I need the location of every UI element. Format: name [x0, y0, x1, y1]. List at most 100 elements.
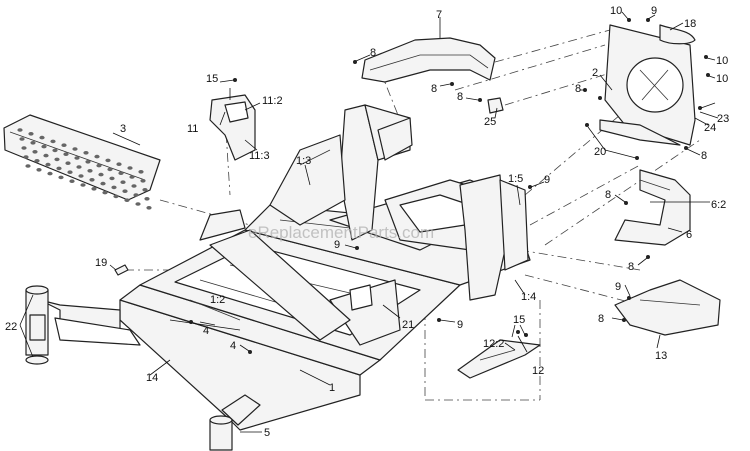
callout-9: 9 [457, 319, 463, 331]
perforation-hole [45, 162, 51, 167]
perforation-hole [96, 163, 102, 168]
callout-12-2: 12:2 [483, 338, 504, 350]
watermark: eReplacementParts.com [248, 223, 434, 242]
small-mount [487, 97, 504, 114]
perforation-hole [50, 139, 56, 144]
callout-8: 8 [575, 83, 581, 95]
perforation-hole [94, 154, 100, 159]
callout-5: 5 [264, 427, 270, 439]
callout-9: 9 [544, 174, 550, 186]
perforation-hole [124, 198, 130, 202]
perforation-hole [133, 193, 139, 197]
callout-9: 9 [615, 281, 621, 293]
callout-1-3: 1:3 [296, 155, 311, 167]
perforation-hole [116, 162, 122, 166]
callout-8: 8 [628, 261, 634, 273]
perforation-hole [67, 170, 73, 174]
callout-1-5: 1:5 [508, 173, 523, 185]
perforation-hole [28, 132, 34, 136]
callout-8: 8 [431, 83, 437, 95]
callout-3: 3 [120, 123, 126, 135]
perforation-hole [19, 137, 25, 141]
callout-1-2: 1:2 [210, 294, 225, 306]
bottom-plate [457, 339, 541, 379]
perforation-hole [118, 171, 124, 175]
callout-4: 4 [203, 325, 209, 337]
callout-6: 6 [686, 229, 692, 241]
side-bracket [614, 169, 691, 246]
step-plate [3, 114, 161, 210]
perforation-hole [87, 169, 93, 173]
perforation-hole [105, 158, 111, 163]
main-frame [25, 104, 531, 451]
top-shield [361, 37, 496, 83]
callout-8: 8 [370, 47, 376, 59]
callout-15: 15 [513, 314, 525, 326]
callout-14: 14 [146, 372, 158, 384]
perforation-hole [58, 175, 64, 180]
perforation-hole [25, 164, 31, 168]
callout-4: 4 [230, 340, 236, 352]
perforation-hole [138, 170, 144, 174]
callout-10: 10 [610, 5, 622, 17]
callout-21: 21 [402, 319, 414, 331]
perforation-hole [43, 153, 49, 158]
callout-6-2: 6:2 [711, 199, 726, 211]
perforation-hole [34, 159, 40, 163]
perforation-hole [80, 183, 86, 187]
perforation-hole [109, 176, 115, 181]
perforation-hole [69, 179, 75, 183]
perforation-hole [23, 155, 29, 159]
perforation-hole [107, 167, 113, 172]
callout-19: 19 [95, 257, 107, 269]
perforation-hole [36, 168, 42, 172]
callout-9: 9 [334, 239, 340, 251]
callout-20: 20 [594, 146, 606, 158]
perforation-hole [113, 194, 119, 199]
callout-18: 18 [684, 18, 696, 30]
perforation-hole [56, 166, 62, 171]
callout-10: 10 [716, 73, 728, 85]
perforation-hole [63, 152, 69, 156]
perforation-hole [122, 189, 128, 193]
callout-11-2: 11:2 [262, 95, 283, 107]
perforation-hole [135, 202, 141, 206]
callout-23: 23 [717, 113, 729, 125]
lower-guard [614, 279, 721, 336]
perforation-hole [65, 161, 71, 165]
clip [114, 264, 129, 276]
callout-22: 22 [5, 321, 17, 333]
perforation-hole [85, 160, 91, 164]
leader-lines [19, 11, 719, 433]
perforation-hole [89, 178, 95, 182]
callout-24: 24 [704, 122, 716, 134]
perforation-hole [100, 181, 106, 186]
perforation-hole [21, 146, 27, 150]
callout-11-3: 11:3 [249, 150, 270, 162]
callout-2: 2 [592, 67, 598, 79]
callout-8: 8 [605, 189, 611, 201]
perforation-hole [120, 180, 126, 184]
callout-8: 8 [598, 313, 604, 325]
perforation-hole [52, 148, 58, 153]
perforation-hole [76, 165, 82, 169]
callout-7: 7 [436, 9, 442, 21]
callout-12: 12 [532, 365, 544, 377]
perforation-hole [146, 206, 152, 210]
fan-shroud [599, 24, 696, 146]
callout-1-4: 1:4 [521, 291, 536, 303]
perforation-hole [72, 147, 78, 151]
perforation-hole [39, 135, 45, 140]
perforation-hole [144, 197, 150, 201]
perforation-hole [61, 143, 67, 147]
callout-8: 8 [701, 150, 707, 162]
upper-bracket [209, 94, 256, 161]
perforation-hole [91, 187, 97, 191]
perforation-hole [129, 175, 135, 179]
perforation-hole [127, 166, 133, 170]
perforation-hole [111, 185, 117, 190]
perforation-hole [98, 172, 104, 177]
callout-25: 25 [484, 116, 496, 128]
